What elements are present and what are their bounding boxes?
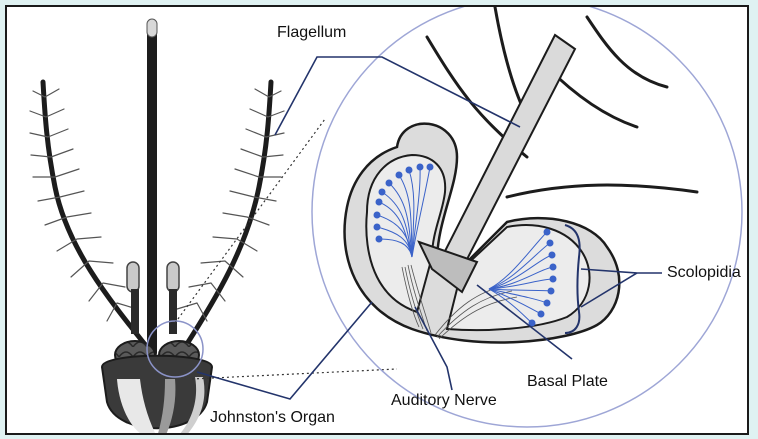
label-flagellum: Flagellum bbox=[277, 24, 346, 42]
diagram-graphic bbox=[7, 7, 749, 435]
proboscis bbox=[147, 27, 157, 357]
magnified-view bbox=[312, 7, 742, 427]
left-palp bbox=[127, 262, 139, 292]
left-antenna bbox=[30, 82, 147, 347]
flagellum-leader bbox=[275, 57, 520, 135]
label-basal-plate: Basal Plate bbox=[527, 373, 608, 391]
mosquito-head-illustration bbox=[30, 19, 284, 435]
right-antenna bbox=[177, 82, 284, 347]
figure-panel: Flagellum Scolopidia Johnston's Organ Au… bbox=[5, 5, 749, 435]
label-scolopidia: Scolopidia bbox=[667, 264, 741, 282]
label-auditory-nerve: Auditory Nerve bbox=[391, 392, 497, 410]
label-johnstons-organ: Johnston's Organ bbox=[210, 409, 335, 427]
right-palp bbox=[167, 262, 179, 292]
johnstons-organ-leader bbox=[197, 302, 372, 399]
